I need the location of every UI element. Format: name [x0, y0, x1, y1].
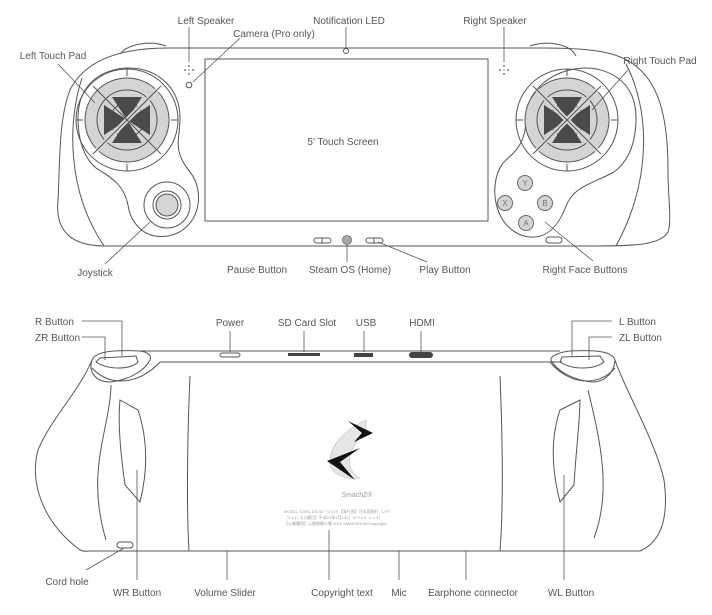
- left-cluster-outline: [77, 67, 199, 237]
- face-button-b[interactable]: B: [537, 195, 553, 211]
- wr-button-label: WR Button: [113, 588, 161, 599]
- wl-button-label: WL Button: [548, 588, 594, 599]
- earphone-connector-label: Earphone connector: [428, 588, 519, 599]
- leader-line: [57, 63, 96, 104]
- r-button-label: R Button: [35, 317, 74, 328]
- right-face-buttons-label: Right Face Buttons: [542, 265, 627, 276]
- svg-text:【公報種別】公開商標公報 2016 SMACHTEAM c: 【公報種別】公開商標公報 2016 SMACHTEAM copyright.: [284, 520, 387, 526]
- cord-hole: [116, 541, 134, 549]
- leader-line: [591, 69, 629, 111]
- pad-down-arrow: [112, 120, 142, 143]
- l-button-label: L Button: [619, 317, 656, 328]
- copyright-text: MODEL S2001 DG 5V（1 9 0）【発行国】日本国発行（J P） …: [284, 508, 393, 526]
- cord-hole-label: Cord hole: [45, 577, 89, 588]
- front-slot: [545, 236, 563, 244]
- leader-line: [85, 547, 125, 571]
- front-body-outline: [57, 47, 671, 247]
- joystick-label: Joystick: [77, 268, 114, 279]
- smachz-logo-icon: [327, 419, 373, 480]
- hdmi-label: HDMI: [409, 318, 435, 329]
- left-grip-line: [72, 77, 105, 247]
- left-speaker-icon: [184, 65, 194, 75]
- leader-line: [571, 320, 612, 356]
- camera-icon: [185, 81, 193, 89]
- left-touch-pad-label: Left Touch Pad: [20, 51, 87, 62]
- svg-text:X: X: [502, 199, 508, 208]
- back-body-outline: [35, 359, 666, 552]
- leader-line: [82, 320, 123, 356]
- mic-label: Mic: [391, 588, 407, 599]
- face-button-x[interactable]: X: [497, 195, 513, 211]
- joystick[interactable]: [143, 181, 191, 229]
- wr-button[interactable]: [118, 399, 147, 504]
- svg-text:A: A: [523, 219, 529, 228]
- face-button-a[interactable]: A: [518, 215, 534, 231]
- leader-line: [104, 221, 151, 265]
- right-grip-line: [615, 63, 645, 247]
- svg-text:Y: Y: [522, 179, 528, 188]
- power-label: Power: [216, 318, 245, 329]
- play-button-label: Play Button: [419, 265, 470, 276]
- hdmi-port: [409, 352, 433, 358]
- sd-card-slot-label: SD Card Slot: [278, 318, 337, 329]
- left-shoulder-housing: [90, 350, 151, 383]
- left-shoulder: [119, 42, 167, 55]
- notification-led: [343, 48, 349, 54]
- face-button-y[interactable]: Y: [517, 175, 533, 191]
- leader-line: [192, 37, 241, 83]
- zl-button[interactable]: [559, 355, 605, 369]
- usb-port: [354, 353, 373, 357]
- left-touch-pad[interactable]: [75, 68, 179, 172]
- brand-name: SmachZ®: [341, 491, 373, 499]
- power-button[interactable]: [219, 352, 241, 358]
- front-view: 5' Touch Screen Notification LED Left Sp…: [20, 16, 697, 279]
- notification-led-label: Notification LED: [313, 16, 385, 27]
- left-speaker-label: Left Speaker: [178, 16, 235, 27]
- svg-text:（4 4 1）【公開日】平成27年4月14日（2 0 1 5: （4 4 1）【公開日】平成27年4月14日（2 0 1 5. 4. 1 4）: [284, 514, 382, 520]
- right-shoulder-housing: [550, 350, 616, 383]
- svg-text:MODEL S2001 DG 5V（1 9 0）【発行国】日: MODEL S2001 DG 5V（1 9 0）【発行国】日本国発行（J P）: [284, 508, 393, 514]
- leader-line: [82, 336, 106, 360]
- steam-os-home-label: Steam OS (Home): [309, 265, 391, 276]
- leader-line: [377, 241, 428, 263]
- zr-button[interactable]: [95, 355, 139, 369]
- pad-left-arrow: [104, 105, 127, 135]
- copyright-text-label: Copyright text: [311, 588, 373, 599]
- steam-home-button[interactable]: [342, 235, 352, 245]
- pad-up-arrow: [112, 97, 142, 120]
- wl-button[interactable]: [552, 399, 581, 504]
- zr-button-label: ZR Button: [35, 333, 80, 344]
- right-cluster-outline: [494, 67, 637, 238]
- pause-button-label: Pause Button: [227, 265, 287, 276]
- right-speaker-icon: [499, 65, 509, 75]
- leader-line: [588, 336, 612, 360]
- camera-label: Camera (Pro only): [233, 29, 315, 40]
- sd-card-slot: [288, 353, 320, 356]
- right-touch-pad-label: Right Touch Pad: [623, 56, 696, 67]
- leader-line: [544, 221, 594, 262]
- pad-right-arrow: [127, 105, 150, 135]
- svg-text:B: B: [542, 199, 547, 208]
- right-speaker-label: Right Speaker: [463, 16, 527, 27]
- touch-screen[interactable]: [204, 58, 489, 222]
- right-shoulder: [529, 42, 577, 57]
- usb-label: USB: [356, 318, 377, 329]
- right-touch-pad[interactable]: [515, 68, 619, 172]
- zl-button-label: ZL Button: [619, 333, 662, 344]
- volume-slider-label: Volume Slider: [194, 588, 256, 599]
- back-view: Power SD Card Slot USB HDMI R Button ZR …: [35, 317, 666, 599]
- touch-screen-label: 5' Touch Screen: [307, 137, 378, 148]
